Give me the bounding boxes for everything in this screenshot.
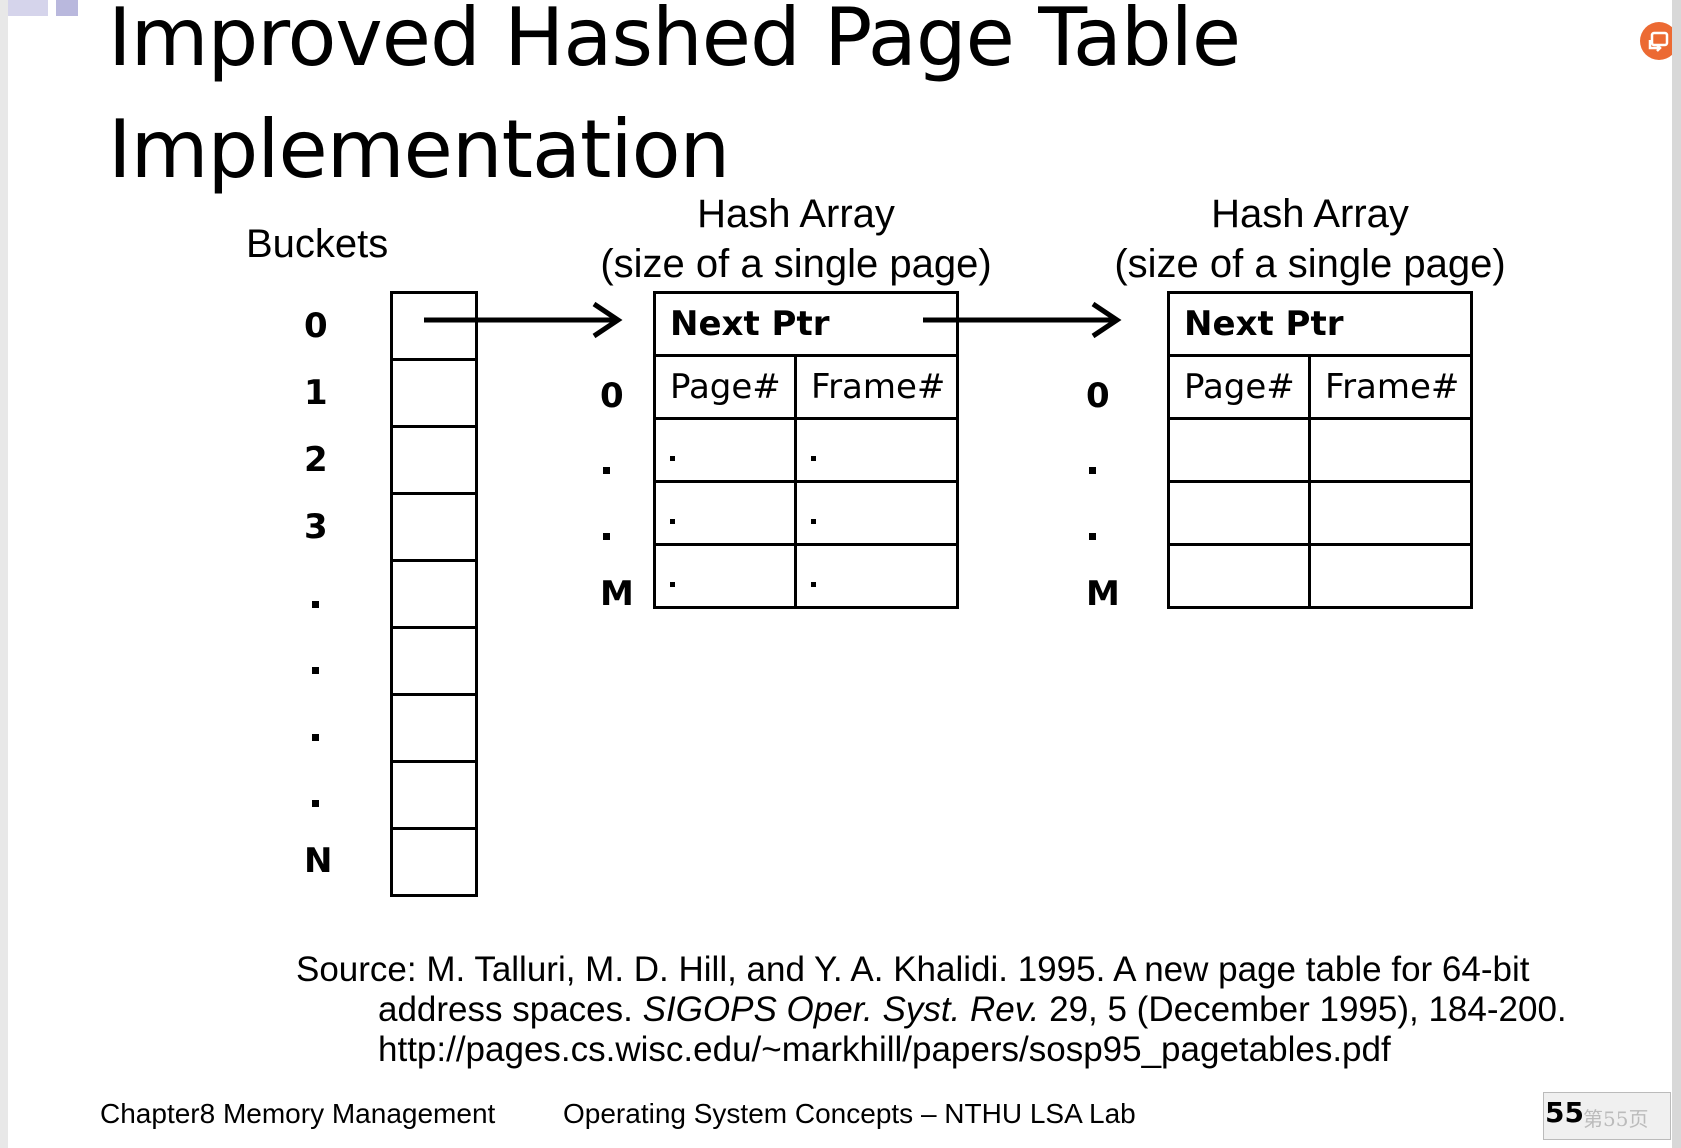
table-cell <box>653 543 797 609</box>
table-row: Page# Frame# <box>1167 354 1473 420</box>
table-row <box>1167 480 1473 546</box>
table-row: Next Ptr <box>1167 291 1473 357</box>
source-citation: Source: M. Talluri, M. D. Hill, and Y. A… <box>296 950 1636 1070</box>
bucket-ellipsis-dot <box>312 734 319 741</box>
slide-title-line1: Improved Hashed Page Table <box>108 0 1241 84</box>
hash-array-2-row-label-m: M <box>1086 574 1120 614</box>
table-row: Page# Frame# <box>653 354 959 420</box>
frame-header-cell: Frame# <box>794 354 959 420</box>
bucket-label-0: 0 <box>304 306 328 346</box>
slide-title: Improved Hashed Page Table Implementatio… <box>108 0 1241 206</box>
table-cell <box>794 417 959 483</box>
page-number: 55 <box>1545 1096 1584 1129</box>
hash-array-2-subcaption: (size of a single page) <box>1114 242 1506 286</box>
decor-bar-light <box>8 0 48 16</box>
bucket-ellipsis-dot <box>312 800 319 807</box>
table-row: Next Ptr <box>653 291 959 357</box>
hash-array-2-row-label-0: 0 <box>1086 376 1110 416</box>
source-link[interactable]: http://pages.cs.wisc.edu/~markhill/paper… <box>378 1030 1391 1069</box>
next-ptr-cell: Next Ptr <box>1167 291 1473 357</box>
bucket-cell <box>393 626 475 693</box>
bucket-cell <box>393 693 475 760</box>
page-indicator[interactable] <box>1543 1092 1671 1140</box>
bucket-label-2: 2 <box>304 440 328 480</box>
arrow-bucket-to-array1 <box>424 301 623 339</box>
page-header-cell: Page# <box>1167 354 1311 420</box>
buckets-caption: Buckets <box>246 222 389 266</box>
table-row <box>1167 543 1473 609</box>
frame-header-cell: Frame# <box>1308 354 1473 420</box>
table-cell <box>653 480 797 546</box>
page-header-cell: Page# <box>653 354 797 420</box>
window-scrollbar[interactable] <box>1672 0 1681 1148</box>
bucket-cell <box>393 358 475 425</box>
table-cell <box>1167 417 1311 483</box>
bucket-cell <box>393 492 475 559</box>
hash-array-1-ellipsis-dot <box>603 467 610 474</box>
share-icon[interactable] <box>1640 22 1672 60</box>
hash-array-2-ellipsis-dot <box>1089 467 1096 474</box>
table-cell <box>794 543 959 609</box>
bucket-ellipsis-dot <box>312 601 319 608</box>
table-cell <box>1167 543 1311 609</box>
table-row <box>1167 417 1473 483</box>
bucket-ellipsis-dot <box>312 667 319 674</box>
table-cell <box>1308 543 1473 609</box>
bucket-label-3: 3 <box>304 507 328 547</box>
slide: Improved Hashed Page Table Implementatio… <box>8 0 1672 1148</box>
hash-array-2-table: Next Ptr Page# Frame# <box>1167 291 1473 609</box>
source-line-1: Source: M. Talluri, M. D. Hill, and Y. A… <box>296 950 1530 989</box>
hash-array-1-row-label-0: 0 <box>600 376 624 416</box>
table-cell <box>653 417 797 483</box>
hash-array-1-subcaption: (size of a single page) <box>600 242 992 286</box>
hash-array-2-caption: Hash Array <box>1211 192 1409 236</box>
bucket-cell <box>393 827 475 894</box>
table-row <box>653 480 959 546</box>
table-cell <box>1308 480 1473 546</box>
bucket-cell <box>393 425 475 492</box>
hash-array-1-ellipsis-dot <box>603 533 610 540</box>
table-cell <box>1167 480 1311 546</box>
buckets-array <box>390 291 478 897</box>
table-row <box>653 543 959 609</box>
page-label: 第55页 <box>1583 1107 1649 1131</box>
next-ptr-cell: Next Ptr <box>653 291 959 357</box>
bucket-cell <box>393 559 475 626</box>
hash-array-1-row-label-m: M <box>600 574 634 614</box>
table-cell <box>1308 417 1473 483</box>
footer-course: Operating System Concepts – NTHU LSA Lab <box>563 1098 1136 1129</box>
decor-bar-dark <box>56 0 78 16</box>
slide-title-line2: Implementation <box>108 103 730 196</box>
bucket-label-n: N <box>304 841 333 881</box>
bucket-cell <box>393 760 475 827</box>
bucket-label-1: 1 <box>304 373 328 413</box>
table-row <box>653 417 959 483</box>
source-line-2: address spaces. SIGOPS Oper. Syst. Rev. … <box>378 990 1567 1029</box>
table-cell <box>794 480 959 546</box>
hash-array-2-ellipsis-dot <box>1089 533 1096 540</box>
hash-array-1-caption: Hash Array <box>697 192 895 236</box>
hash-array-1-table: Next Ptr Page# Frame# <box>653 291 959 609</box>
footer-chapter: Chapter8 Memory Management <box>100 1098 496 1129</box>
